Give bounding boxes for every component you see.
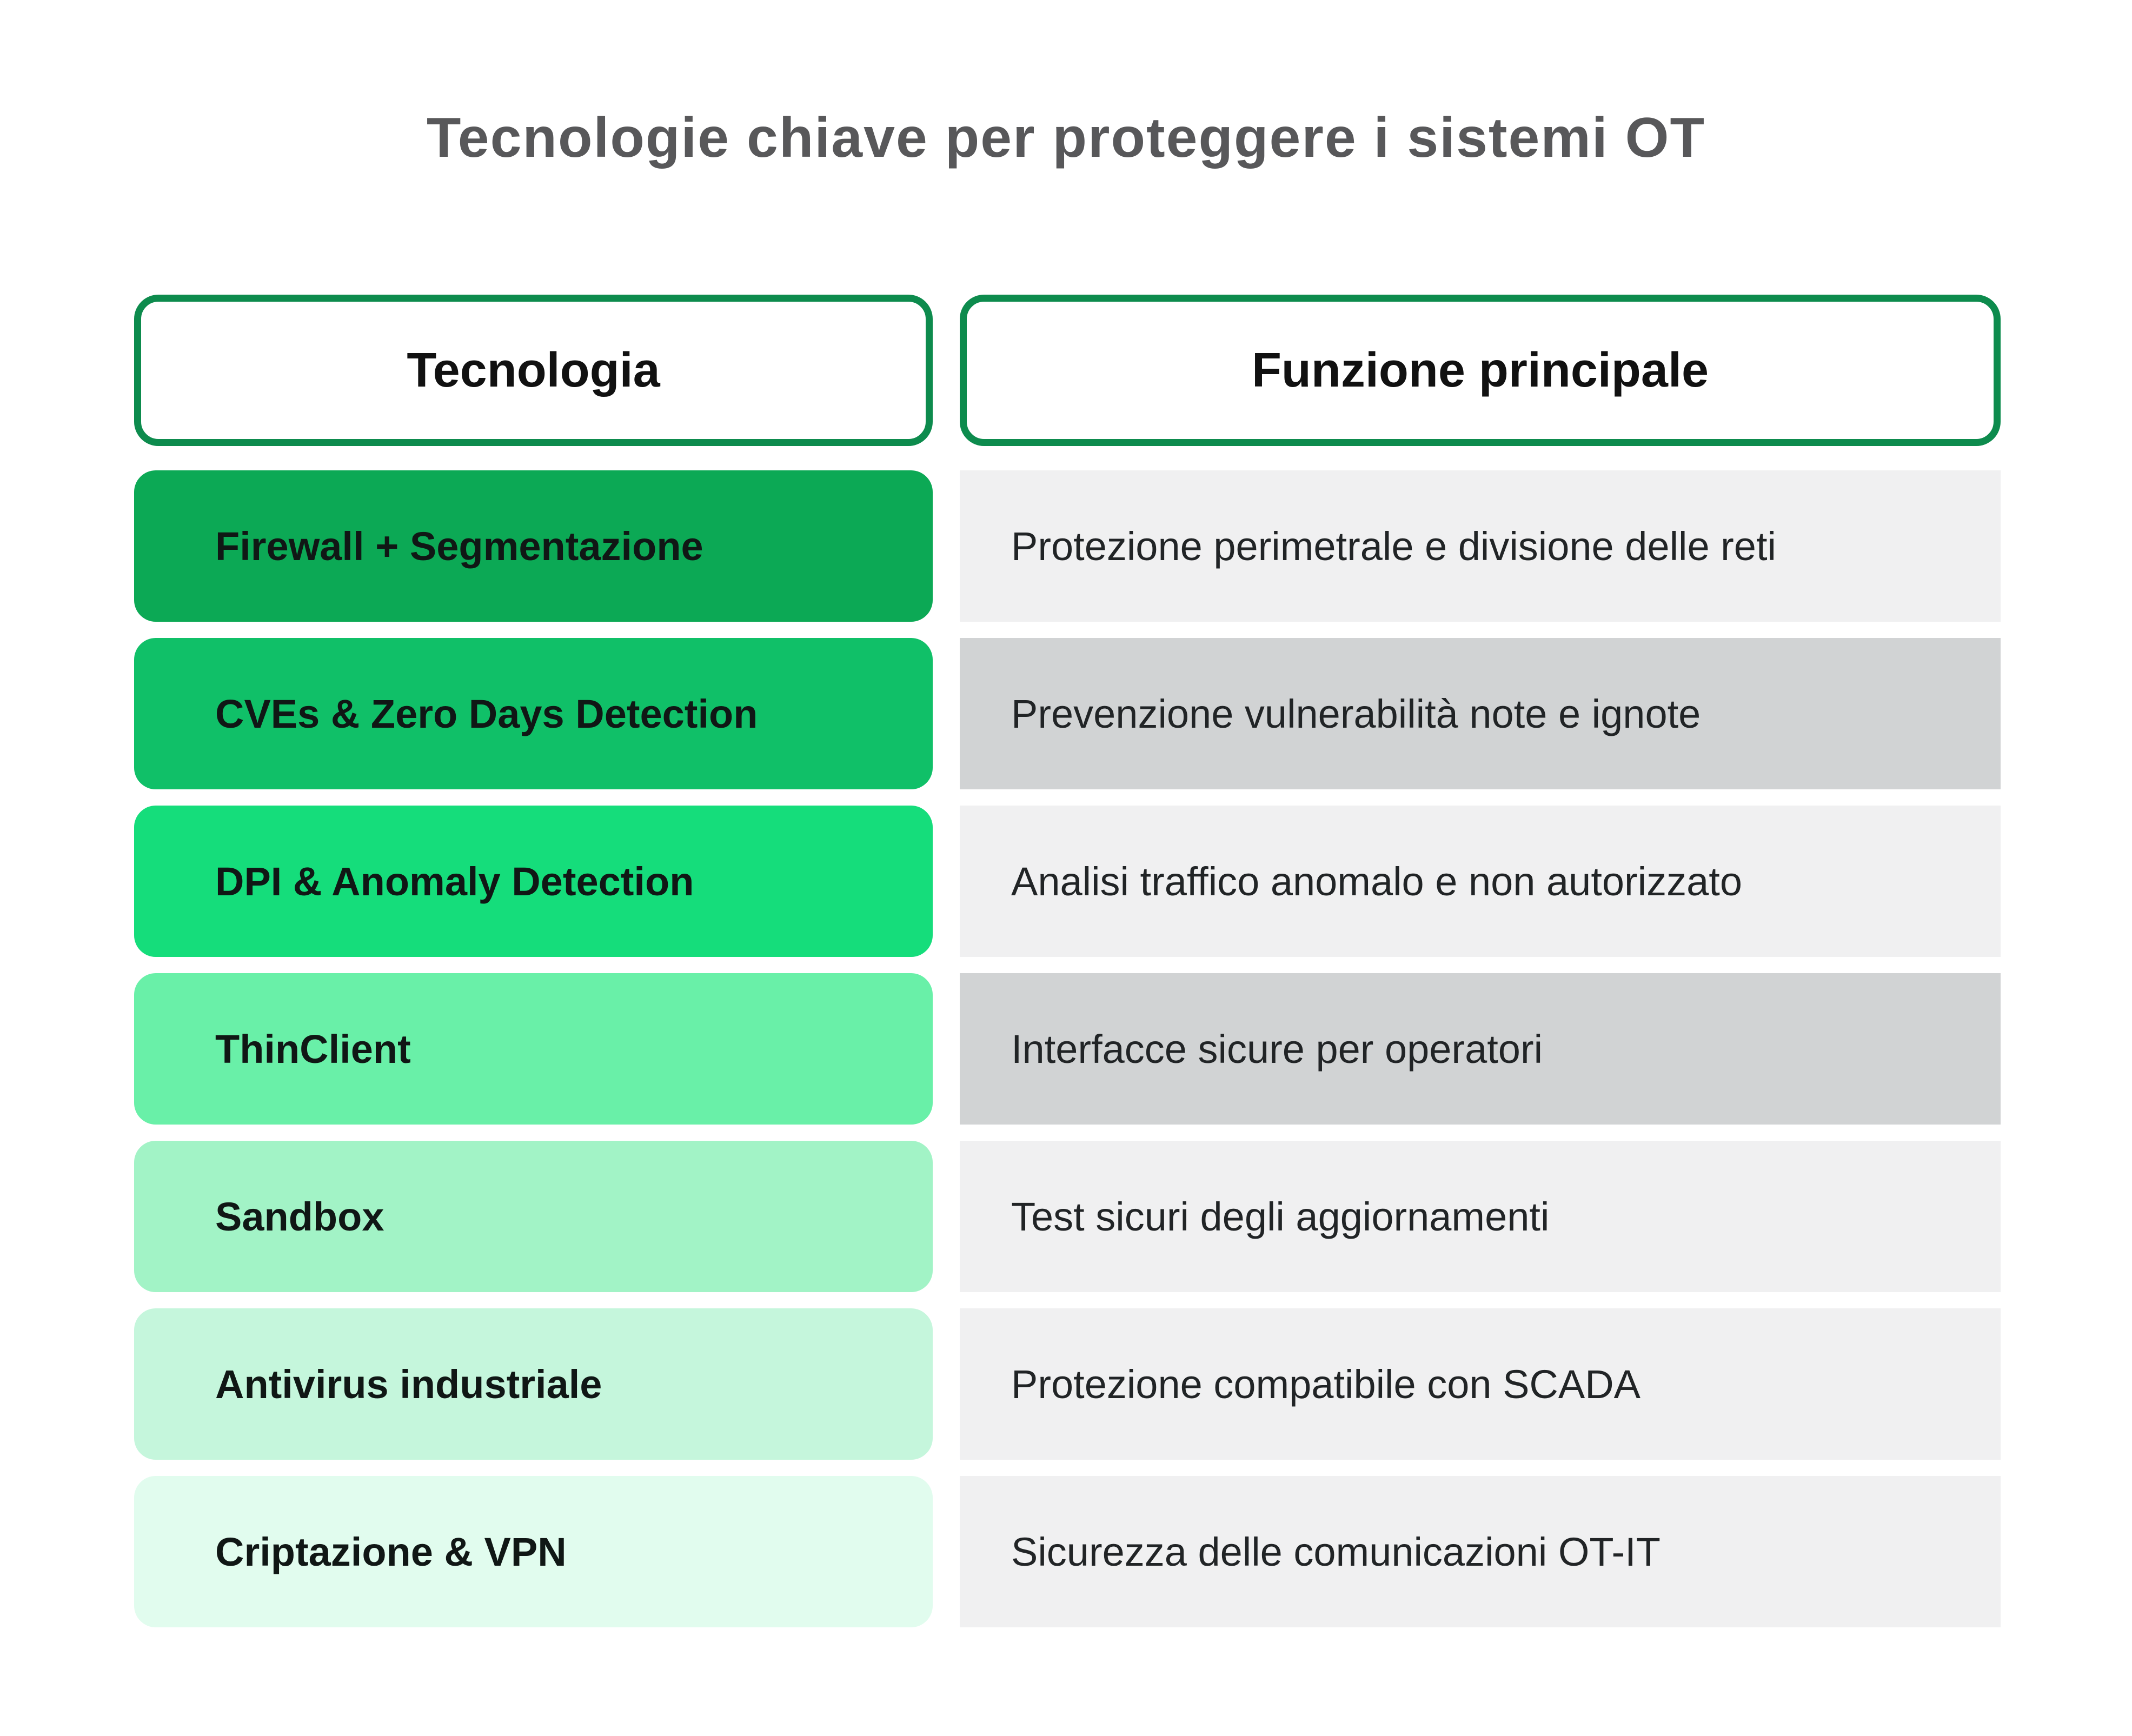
func-cell-cves-zero-days: Prevenzione vulnerabilità note e ignote xyxy=(960,638,2001,789)
func-cell-thinclient: Interfacce sicure per operatori xyxy=(960,973,2001,1125)
column-header-tecnologia: Tecnologia xyxy=(134,295,933,446)
table-row: CVEs & Zero Days Detection Prevenzione v… xyxy=(134,638,2001,789)
func-cell-firewall: Protezione perimetrale e divisione delle… xyxy=(960,470,2001,622)
tech-cell-criptazione-vpn: Criptazione & VPN xyxy=(134,1476,933,1627)
tech-cell-antivirus-industriale: Antivirus industriale xyxy=(134,1308,933,1460)
tech-cell-cves-zero-days: CVEs & Zero Days Detection xyxy=(134,638,933,789)
tech-cell-thinclient: ThinClient xyxy=(134,973,933,1125)
comparison-table: Tecnologia Funzione principale Firewall … xyxy=(134,295,2001,1644)
table-header-row: Tecnologia Funzione principale xyxy=(134,295,2001,446)
table-row: Criptazione & VPN Sicurezza delle comuni… xyxy=(134,1476,2001,1627)
table-row: DPI & Anomaly Detection Analisi traffico… xyxy=(134,806,2001,957)
func-cell-antivirus-industriale: Protezione compatibile con SCADA xyxy=(960,1308,2001,1460)
tech-cell-dpi-anomaly: DPI & Anomaly Detection xyxy=(134,806,933,957)
table-row: Sandbox Test sicuri degli aggiornamenti xyxy=(134,1141,2001,1292)
func-cell-sandbox: Test sicuri degli aggiornamenti xyxy=(960,1141,2001,1292)
page-title: Tecnologie chiave per proteggere i siste… xyxy=(426,107,1706,169)
tech-cell-sandbox: Sandbox xyxy=(134,1141,933,1292)
table-row: Firewall + Segmentazione Protezione peri… xyxy=(134,470,2001,622)
func-cell-criptazione-vpn: Sicurezza delle comunicazioni OT-IT xyxy=(960,1476,2001,1627)
table-row: ThinClient Interfacce sicure per operato… xyxy=(134,973,2001,1125)
column-header-funzione-principale: Funzione principale xyxy=(960,295,2001,446)
table-row: Antivirus industriale Protezione compati… xyxy=(134,1308,2001,1460)
func-cell-dpi-anomaly: Analisi traffico anomalo e non autorizza… xyxy=(960,806,2001,957)
tech-cell-firewall: Firewall + Segmentazione xyxy=(134,470,933,622)
